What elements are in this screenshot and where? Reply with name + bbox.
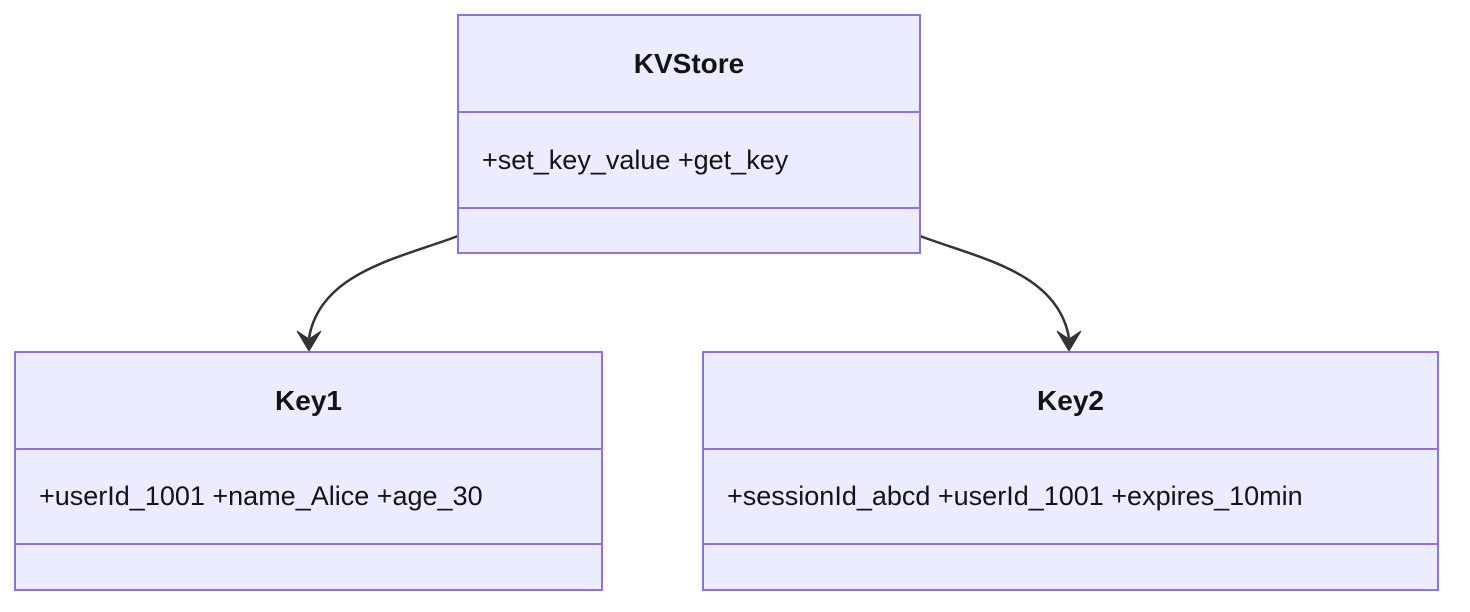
class-members: +userId_1001 +name_Alice +age_30 bbox=[16, 448, 601, 543]
class-node-kvstore: KVStore +set_key_value +get_key bbox=[457, 14, 921, 254]
class-methods-empty bbox=[704, 543, 1437, 589]
edge-kvstore-key2 bbox=[919, 234, 1082, 352]
class-members: +set_key_value +get_key bbox=[459, 111, 919, 207]
class-title: Key1 bbox=[275, 384, 342, 416]
edge-kvstore-key1 bbox=[296, 234, 459, 352]
class-methods-empty bbox=[459, 207, 919, 252]
class-members: +sessionId_abcd +userId_1001 +expires_10… bbox=[704, 448, 1437, 543]
class-title: Key2 bbox=[1037, 384, 1104, 416]
arrowhead-down-icon bbox=[296, 330, 322, 352]
class-node-key1: Key1 +userId_1001 +name_Alice +age_30 bbox=[14, 351, 603, 591]
arrowhead-down-icon bbox=[1056, 330, 1082, 352]
class-title: KVStore bbox=[633, 47, 745, 79]
class-methods-empty bbox=[16, 543, 601, 589]
class-node-key2: Key2 +sessionId_abcd +userId_1001 +expir… bbox=[702, 351, 1439, 591]
